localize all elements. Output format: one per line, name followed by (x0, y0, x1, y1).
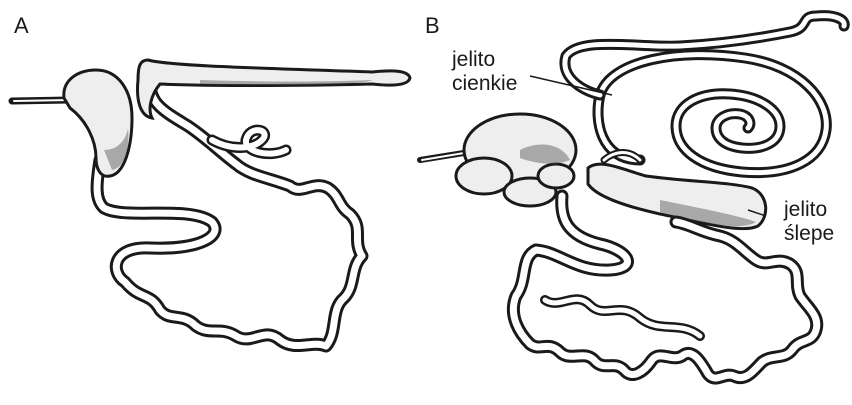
panel-letter-a: A (14, 13, 29, 39)
panel-a-oesophagus (12, 100, 70, 101)
label-caecum-line1: jelito (784, 198, 834, 222)
panel-a-stomach (64, 70, 132, 176)
label-caecum: jelito ślepe (784, 198, 834, 246)
panel-letter-b: B (425, 13, 440, 39)
label-caecum-line2: ślepe (784, 222, 834, 246)
panel-a-drawing (12, 60, 410, 346)
panel-a-small-intestine (97, 84, 362, 346)
label-small-intestine: jelito cienkie (452, 48, 517, 96)
label-small-intestine-line2: cienkie (452, 72, 517, 96)
label-small-intestine-line1: jelito (452, 48, 517, 72)
panel-b-oesophagus (420, 152, 470, 160)
panel-a-large-intestine (138, 60, 410, 118)
panel-b-small-intestine (513, 196, 816, 378)
